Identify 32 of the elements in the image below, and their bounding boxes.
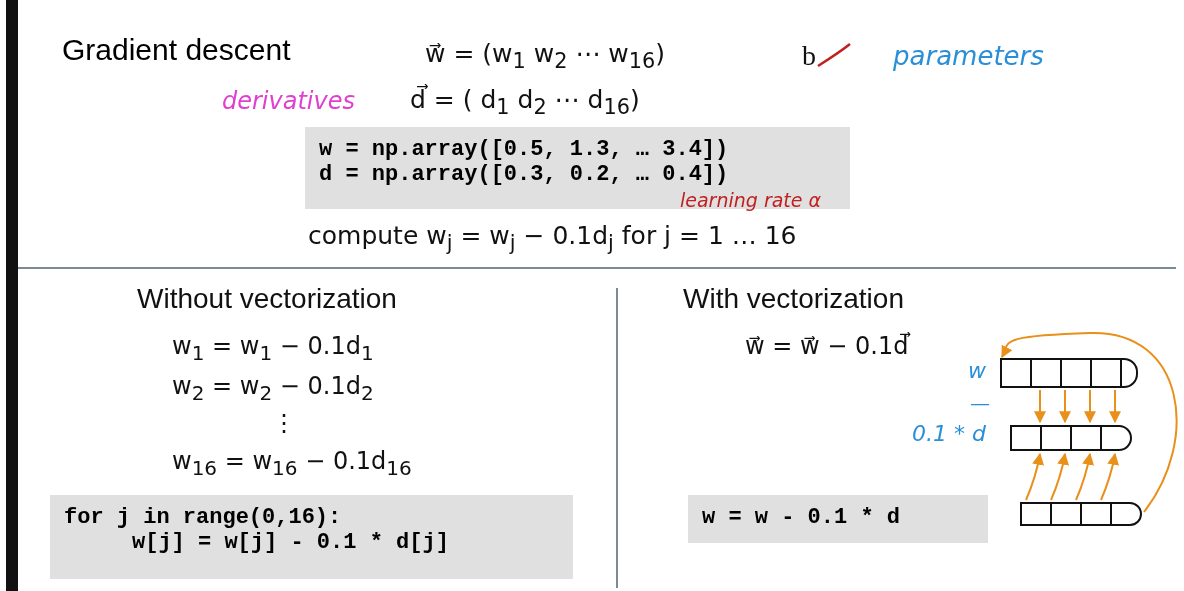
arrow: [1000, 332, 1178, 513]
math-text: w⃗ = w⃗ − 0.1d⃗: [745, 333, 909, 361]
section-heading: Without vectorization: [137, 283, 397, 316]
code-block: w = w - 0.1 * d: [688, 495, 988, 543]
arrow: [1075, 452, 1094, 501]
handwritten-note: —: [970, 392, 990, 415]
arrow: [1109, 389, 1121, 424]
math-text: w$_{1}$ = w$_{1}$ − 0.1d$_{1}$: [172, 333, 374, 365]
arrow: [1034, 389, 1046, 424]
arrow: [1100, 452, 1119, 501]
handwritten-note: learning rate α: [680, 190, 822, 212]
arrow: [1050, 452, 1069, 501]
array-label: 0.1 * d: [912, 421, 986, 447]
math-text: ⋮: [272, 410, 296, 438]
math-text: w$_{2}$ = w$_{2}$ − 0.1d$_{2}$: [172, 373, 374, 405]
arrow: [1059, 389, 1071, 424]
array-bar: [1010, 425, 1132, 451]
arrow: [1084, 389, 1096, 424]
handwritten-note: parameters: [893, 42, 1044, 72]
code-block: for j in range(0,16): w[j] = w[j] - 0.1 * d[j]: [50, 495, 573, 579]
arrow: [1025, 452, 1044, 501]
array-bar: [1020, 502, 1142, 526]
math-text: w$_{16}$ = w$_{16}$ − 0.1d$_{16}$: [172, 448, 412, 480]
array-bar: [1000, 358, 1138, 388]
struck-out-text: b: [802, 40, 816, 73]
math-text: w⃗ = (w$_{1}$ w$_{2}$ ⋯ w$_{16}$): [425, 40, 666, 74]
math-text: d⃗ = ( d$_{1}$ d$_{2}$ ⋯ d$_{16}$): [410, 86, 640, 120]
section-heading: With vectorization: [683, 283, 904, 316]
slide-title: Gradient descent: [62, 33, 291, 68]
handwritten-note: derivatives: [222, 88, 355, 116]
array-label: w: [968, 358, 986, 384]
math-text: compute w$_{j}$ = w$_{j}$ − 0.1d$_{j}$ for j = 1 … 16: [308, 222, 797, 256]
